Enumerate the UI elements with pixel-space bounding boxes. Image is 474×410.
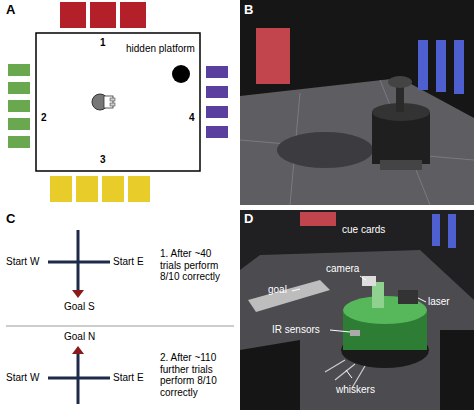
part-name: camera	[326, 263, 359, 275]
panel-letter: C	[6, 212, 15, 227]
arena-photo	[454, 40, 464, 94]
arena-schematic	[8, 82, 30, 94]
arena-schematic	[8, 2, 228, 202]
robot-photo	[240, 210, 474, 410]
arena-schematic	[8, 136, 30, 148]
arena-photo	[256, 28, 290, 84]
arena-schematic	[102, 176, 124, 202]
leader-lines	[360, 276, 366, 280]
part-name: laser	[428, 296, 450, 308]
robot-photo	[362, 276, 376, 286]
robot-photo	[350, 330, 360, 336]
arena-schematic	[206, 106, 228, 118]
robot-photo	[240, 340, 300, 410]
arena-photo	[380, 160, 422, 170]
arena-schematic	[128, 176, 150, 202]
arena-schematic	[60, 2, 86, 28]
start-label: Start E	[113, 372, 144, 384]
goal-label: Goal N	[64, 331, 95, 343]
robot-photo	[240, 250, 474, 410]
arena-schematic	[76, 176, 98, 202]
plus-maze	[48, 230, 110, 404]
start-label: Start E	[113, 256, 144, 268]
callout-number: 3	[100, 154, 106, 166]
arena-schematic	[110, 98, 115, 101]
arena-schematic	[50, 176, 72, 202]
arena-schematic	[8, 118, 30, 130]
arena-schematic	[206, 66, 228, 78]
robot-photo	[448, 214, 456, 248]
part-name: cue cards	[342, 224, 385, 236]
arena-schematic	[206, 126, 228, 138]
arena-photo	[240, 0, 474, 205]
part-name: IR sensors	[272, 324, 320, 336]
start-label: Start W	[6, 372, 39, 384]
arena-photo	[436, 40, 446, 92]
criterion-note: 2. After ~110 further trials perform 8/1…	[160, 352, 234, 398]
leader-lines	[418, 298, 426, 302]
arena-photo	[388, 76, 412, 88]
arena-schematic	[206, 86, 228, 98]
robot-photo	[300, 212, 336, 226]
plus-maze	[77, 230, 80, 290]
part-name: whiskers	[336, 384, 375, 396]
callout-number: 4	[189, 112, 195, 124]
plus-maze	[77, 354, 80, 404]
robot-photo	[248, 280, 330, 312]
leader-lines	[292, 289, 300, 291]
robot-photo	[432, 214, 440, 246]
arena-schematic	[8, 100, 30, 112]
arena-photo	[240, 78, 474, 205]
robot-photo	[398, 290, 418, 304]
callout-number: 2	[41, 112, 47, 124]
platform-label: hidden platform	[126, 43, 195, 55]
start-label: Start W	[6, 256, 39, 268]
callout-number: 1	[100, 37, 106, 49]
arena-photo	[418, 40, 428, 90]
divider	[6, 326, 234, 327]
arena-schematic	[90, 2, 116, 28]
arena-schematic	[36, 33, 200, 171]
robot-photo	[440, 330, 474, 410]
leader-lines	[330, 330, 350, 332]
arena-schematic	[120, 2, 146, 28]
arena-schematic	[110, 103, 115, 106]
part-name: goal	[268, 284, 287, 296]
goal-arrowhead	[72, 346, 84, 354]
arena-schematic	[172, 65, 190, 83]
arena-schematic	[8, 64, 30, 76]
robot-photo	[240, 210, 474, 410]
leader-lines	[346, 370, 352, 378]
criterion-note: 1. After ~40 trials perform 8/10 correct…	[160, 248, 234, 283]
goal-arrowhead	[72, 290, 84, 298]
panel-letter: B	[244, 3, 253, 18]
goal-label: Goal S	[64, 301, 95, 313]
arena-photo	[240, 0, 474, 205]
arena-photo	[277, 132, 373, 168]
panel-letter: A	[6, 3, 15, 18]
arena-photo	[240, 80, 474, 205]
panel-letter: D	[244, 212, 253, 227]
robot-photo	[325, 360, 365, 388]
